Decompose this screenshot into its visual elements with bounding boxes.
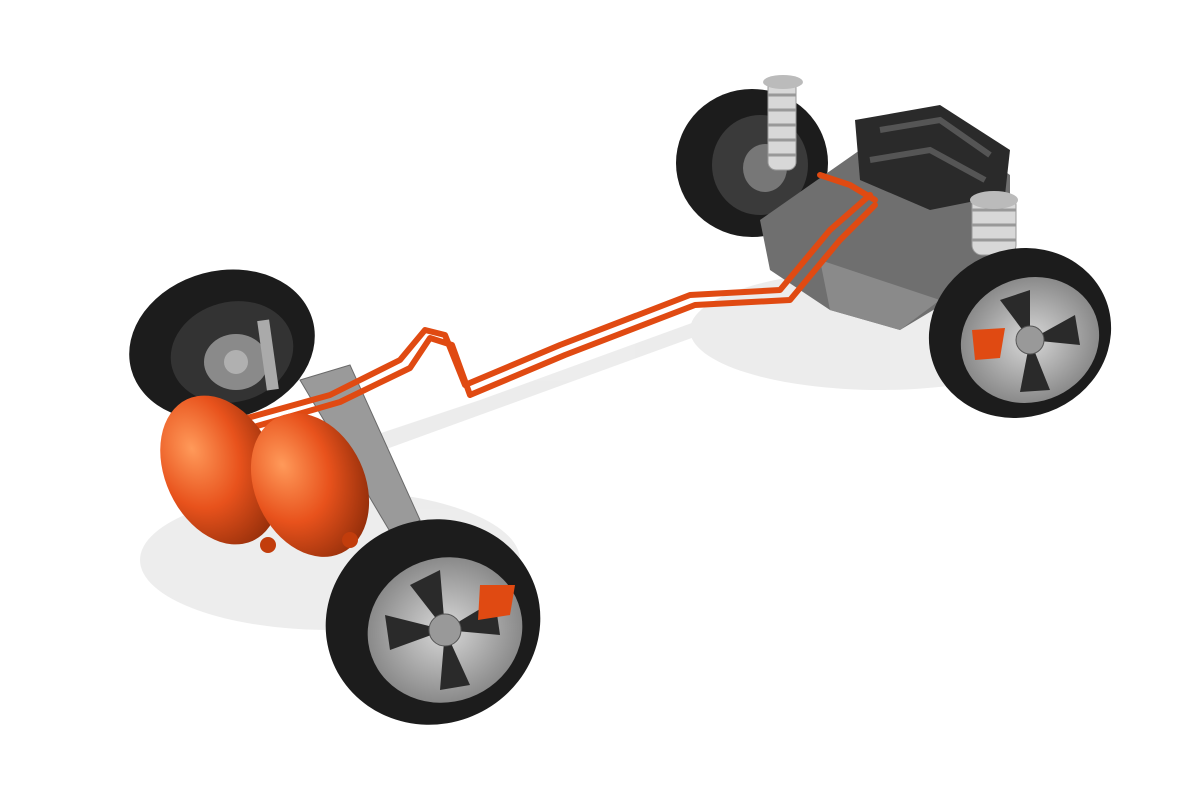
front-spring-left [763,75,803,171]
cng-tank-right [250,413,370,557]
engine [760,105,1010,330]
fuel-pipes [237,172,878,431]
cng-tank-left [160,395,280,553]
front-spring-right [970,191,1018,256]
wheel-front-right [928,248,1112,418]
wheel-rear-left [129,269,315,421]
rear-shock [257,319,279,391]
wheel-front-left [325,519,541,725]
